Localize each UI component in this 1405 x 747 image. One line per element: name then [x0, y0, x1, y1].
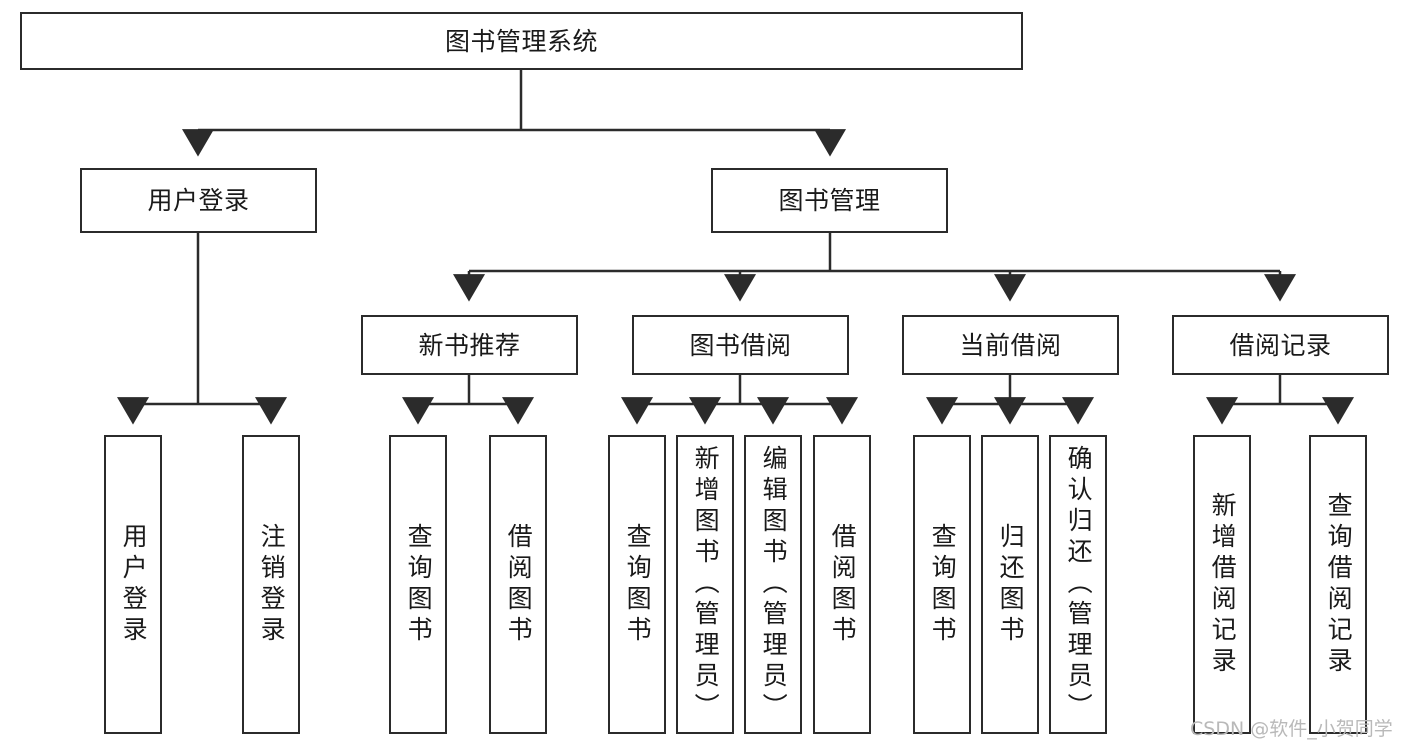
- node-label: 图书借阅: [689, 330, 792, 360]
- leaf-return-book[interactable]: 归还图书: [981, 435, 1039, 734]
- watermark-text: CSDN @软件_小贺同学: [1190, 718, 1393, 740]
- leaf-query-book-borrow[interactable]: 查询图书: [608, 435, 666, 734]
- node-label: 确认归还（管理员）: [1064, 445, 1094, 724]
- node-current-borrow[interactable]: 当前借阅: [902, 315, 1119, 375]
- node-label: 用户登录: [147, 186, 250, 215]
- leaf-query-book-current[interactable]: 查询图书: [913, 435, 971, 734]
- node-label: 查询图书: [404, 522, 434, 647]
- node-borrow-record[interactable]: 借阅记录: [1172, 315, 1389, 375]
- node-label: 编辑图书（管理员）: [759, 445, 789, 724]
- node-label: 归还图书: [996, 522, 1026, 647]
- node-label: 查询图书: [928, 522, 958, 647]
- node-book-borrow[interactable]: 图书借阅: [632, 315, 849, 375]
- node-label: 查询借阅记录: [1324, 491, 1354, 678]
- node-label: 借阅记录: [1229, 330, 1332, 360]
- leaf-logout-login[interactable]: 注销登录: [242, 435, 300, 734]
- node-label: 借阅图书: [504, 522, 534, 647]
- node-label: 借阅图书: [828, 522, 858, 647]
- node-label: 用户登录: [119, 522, 149, 647]
- node-label: 新增借阅记录: [1208, 491, 1238, 678]
- node-label: 图书管理系统: [444, 26, 598, 56]
- leaf-add-borrow-record[interactable]: 新增借阅记录: [1193, 435, 1251, 734]
- node-label: 新增图书（管理员）: [691, 445, 721, 724]
- leaf-user-login[interactable]: 用户登录: [104, 435, 162, 734]
- leaf-add-book-admin[interactable]: 新增图书（管理员）: [676, 435, 734, 734]
- node-new-book-recommend[interactable]: 新书推荐: [361, 315, 578, 375]
- node-user-login[interactable]: 用户登录: [80, 168, 317, 233]
- leaf-borrow-book-new[interactable]: 借阅图书: [489, 435, 547, 734]
- node-label: 图书管理: [778, 186, 881, 215]
- node-label: 查询图书: [623, 522, 653, 647]
- leaf-edit-book-admin[interactable]: 编辑图书（管理员）: [744, 435, 802, 734]
- leaf-borrow-book[interactable]: 借阅图书: [813, 435, 871, 734]
- leaf-query-borrow-record[interactable]: 查询借阅记录: [1309, 435, 1367, 734]
- node-book-management[interactable]: 图书管理: [711, 168, 948, 233]
- node-label: 注销登录: [257, 522, 287, 647]
- leaf-query-book-new[interactable]: 查询图书: [389, 435, 447, 734]
- node-label: 当前借阅: [959, 330, 1062, 360]
- node-root-system[interactable]: 图书管理系统: [20, 12, 1023, 70]
- leaf-confirm-return-admin[interactable]: 确认归还（管理员）: [1049, 435, 1107, 734]
- node-label: 新书推荐: [418, 330, 521, 360]
